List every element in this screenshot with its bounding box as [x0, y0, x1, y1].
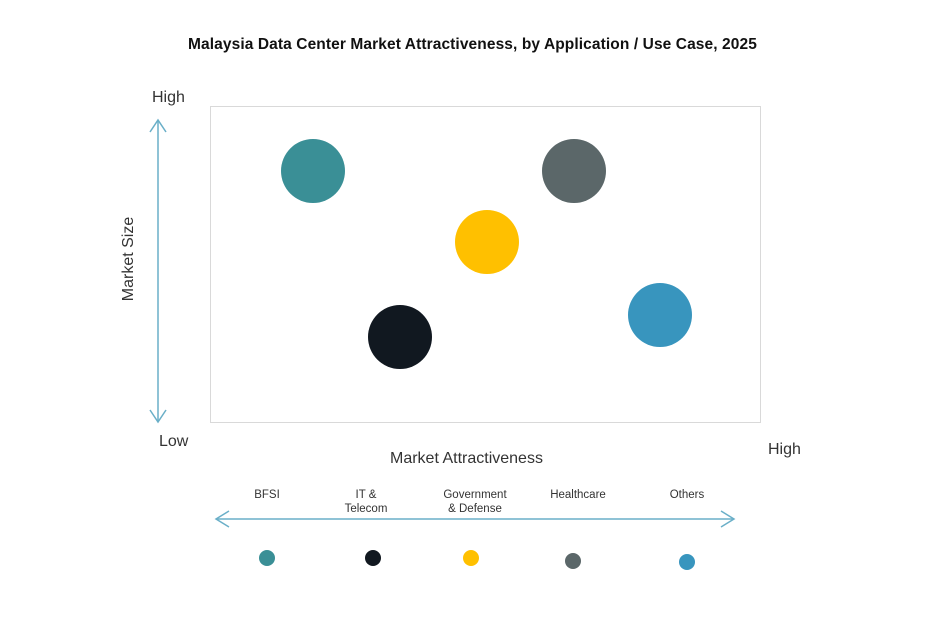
legend-dot-it-telecom	[365, 550, 381, 566]
legend-label-line: & Defense	[448, 503, 502, 515]
bubble-others	[628, 283, 692, 347]
legend-label-healthcare: Healthcare	[550, 488, 606, 502]
bubble-it-telecom	[368, 305, 432, 369]
bubble-bfsi	[281, 139, 345, 203]
y-axis-high-label: High	[152, 89, 185, 106]
chart-title: Malaysia Data Center Market Attractivene…	[188, 36, 757, 53]
legend-label-line: IT &	[355, 489, 377, 501]
legend-dot-healthcare	[565, 553, 581, 569]
legend-label-government-defense: Government & Defense	[443, 488, 506, 516]
y-axis-low-label: Low	[159, 433, 189, 450]
bubble-government-defense	[455, 210, 519, 274]
legend-label-line: Healthcare	[550, 489, 606, 501]
legend-label-line: Others	[669, 489, 705, 501]
legend-label-line: Government	[443, 489, 507, 501]
legend-dot-others	[679, 554, 695, 570]
legend-label-line: Telecom	[344, 503, 388, 515]
x-axis-label: Market Attractiveness	[390, 450, 543, 467]
legend-label-bfsi: BFSI	[254, 488, 280, 502]
legend-label-line: BFSI	[254, 489, 280, 501]
x-axis-high-label: High	[768, 441, 801, 458]
legend-label-others: Others	[670, 488, 705, 502]
legend-dot-bfsi	[259, 550, 275, 566]
legend-label-it-telecom: IT & Telecom	[345, 488, 388, 516]
plot-area	[210, 106, 761, 423]
bubble-healthcare	[542, 139, 606, 203]
legend-dot-government-defense	[463, 550, 479, 566]
